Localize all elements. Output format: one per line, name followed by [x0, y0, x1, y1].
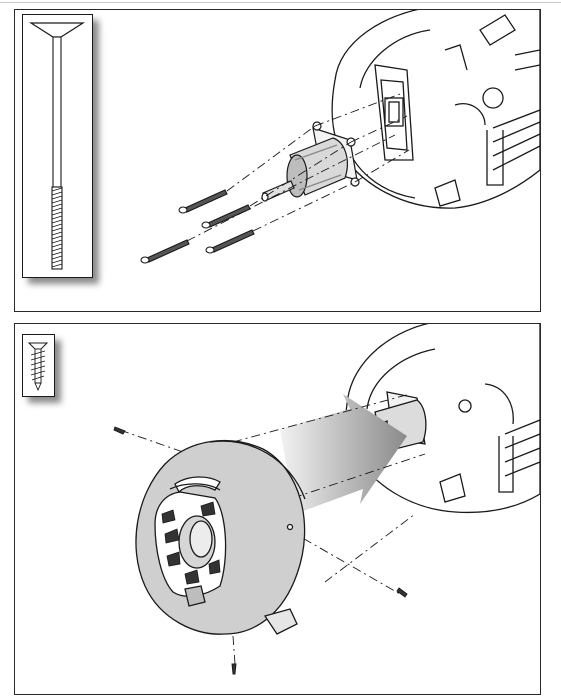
step-2-illustration	[113, 324, 540, 675]
screw-1	[113, 426, 126, 435]
top-rule	[0, 2, 561, 3]
housing-shell	[331, 10, 540, 209]
fastener-bolts	[140, 189, 255, 264]
assembly-step-panel-2	[14, 323, 541, 695]
wood-screw-icon	[27, 342, 49, 392]
motor-cartridge	[261, 121, 360, 202]
inset-wood-screw	[22, 334, 55, 397]
bolt-3	[140, 239, 190, 264]
step-1-illustration	[140, 10, 540, 264]
long-bolt-icon	[28, 22, 86, 270]
bolt-1	[178, 189, 228, 214]
assembly-arrow-icon	[280, 394, 407, 514]
screw-3	[231, 663, 237, 675]
fastener-screws	[113, 426, 408, 675]
alignment-lines	[186, 93, 410, 242]
bolt-4	[205, 229, 255, 254]
bolt-2	[201, 204, 251, 229]
inset-long-bolt	[22, 14, 93, 278]
rotor-cover-dome	[135, 439, 306, 635]
alignment-lines	[119, 393, 426, 665]
assembly-step-panel-1	[14, 9, 541, 312]
screw-2	[396, 587, 408, 598]
